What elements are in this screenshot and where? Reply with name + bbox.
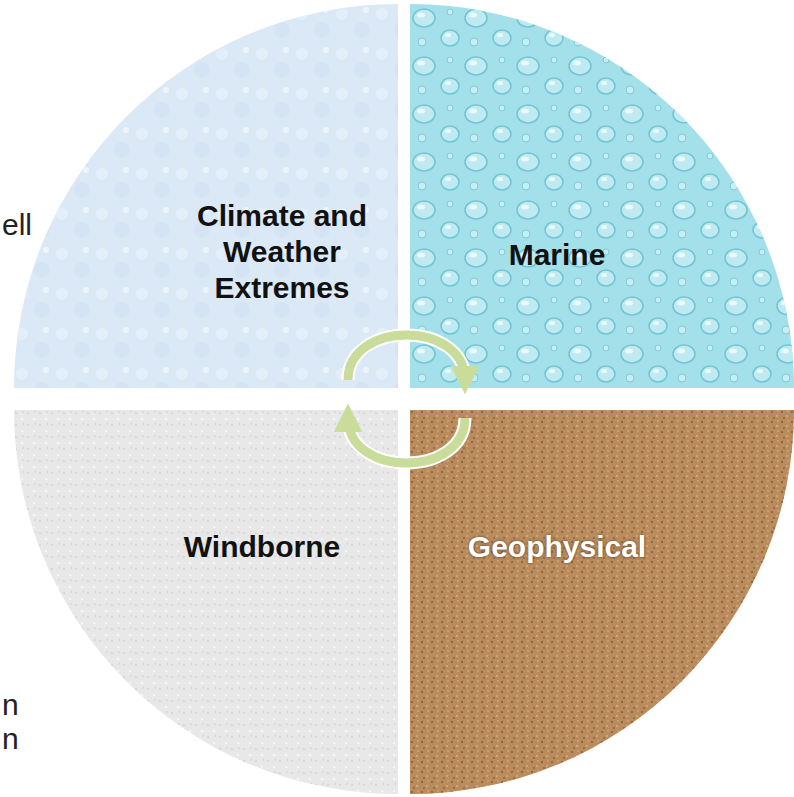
text-fragment: n xyxy=(2,688,19,722)
quadrant-label: Climate and Weather Extremes xyxy=(177,198,387,306)
quadrant-fill xyxy=(410,4,794,388)
quadrant-label: Marine xyxy=(457,237,657,273)
quadrant-segment: Windborne xyxy=(14,410,398,794)
quadrant-segment: Geophysical xyxy=(410,410,794,794)
text-fragment: ell xyxy=(2,208,32,242)
quadrant-segment: Climate and Weather Extremes xyxy=(14,4,398,388)
cycle-arrow-outline xyxy=(348,335,465,380)
cycle-arrow xyxy=(348,418,465,463)
quadrant-label: Geophysical xyxy=(447,529,667,565)
cycle-arrow-outline xyxy=(348,418,465,463)
quadrant-label: Windborne xyxy=(152,529,372,565)
cycle-arrow xyxy=(348,335,465,380)
text-fragment: n xyxy=(2,722,19,756)
quadrant-segment: Marine xyxy=(410,4,794,388)
quadrant-fill xyxy=(410,410,794,794)
quadrant-fill xyxy=(14,410,398,794)
quadrant-fill xyxy=(14,4,398,388)
